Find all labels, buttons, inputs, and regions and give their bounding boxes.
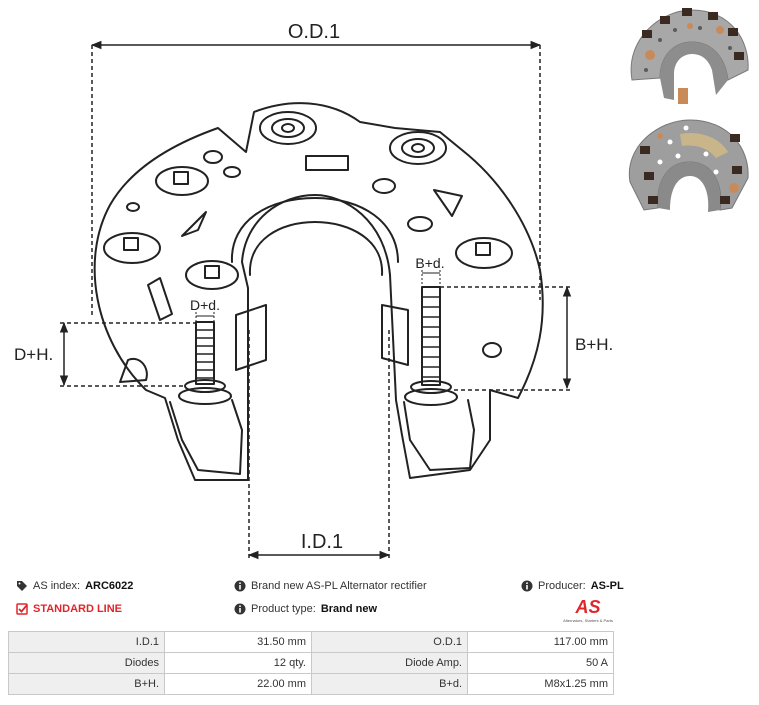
spec-label: Diode Amp.: [311, 652, 468, 674]
checkbox-icon: [16, 603, 28, 615]
svg-text:Alternators, Starters & Parts: Alternators, Starters & Parts: [563, 618, 613, 623]
id1-label: I.D.1: [301, 531, 343, 553]
product-type-info: Product type: Brand new: [234, 603, 377, 615]
rectifier-technical-drawing: O.D.1 I.D.1 D+H. D+d. B+H. B+d.: [14, 21, 613, 560]
product-photo-front: [630, 8, 749, 104]
spec-value: 12 qty.: [164, 652, 312, 674]
bd-label: B+d.: [415, 255, 444, 271]
rectifier-outline: [93, 102, 544, 481]
producer-label: Producer:: [538, 580, 586, 592]
info-icon: [234, 603, 246, 615]
dd-label: D+d.: [190, 297, 220, 313]
dh-label: D+H.: [14, 345, 53, 364]
product-type-value: Brand new: [320, 603, 378, 615]
specs-table: I.D.1 31.50 mm O.D.1 117.00 mm Diodes 12…: [8, 631, 614, 695]
inner-bore-edge: [230, 197, 399, 263]
table-row: B+H. 22.00 mm B+d. M8x1.25 mm: [8, 673, 614, 695]
info-icon: [521, 580, 533, 592]
od1-label: O.D.1: [288, 21, 340, 43]
brand-text: Brand new AS-PL Alternator rectifier: [251, 580, 427, 592]
svg-text:AS: AS: [574, 597, 600, 617]
standard-line-info: STANDARD LINE: [16, 603, 122, 615]
spec-value: 50 A: [467, 652, 614, 674]
as-index-label: AS index:: [33, 580, 81, 592]
spec-label: I.D.1: [8, 631, 165, 653]
product-photo-back: [628, 119, 749, 212]
spec-label: B+H.: [8, 673, 165, 695]
tag-icon: [17, 581, 27, 591]
as-index-value: ARC6022: [85, 580, 134, 592]
spec-value: M8x1.25 mm: [467, 673, 614, 695]
spec-label: O.D.1: [311, 631, 468, 653]
product-type-label: Product type:: [251, 603, 316, 615]
table-row: Diodes 12 qty. Diode Amp. 50 A: [8, 652, 614, 674]
standard-line-label: STANDARD LINE: [33, 603, 123, 615]
producer-value: AS-PL: [590, 580, 624, 592]
spec-value: 117.00 mm: [467, 631, 614, 653]
brand-info: Brand new AS-PL Alternator rectifier: [234, 580, 427, 592]
spec-label: Diodes: [8, 652, 165, 674]
bh-label: B+H.: [575, 335, 613, 354]
spec-value: 31.50 mm: [164, 631, 312, 653]
as-pl-logo: AS Alternators, Starters & Parts: [563, 597, 613, 623]
as-index-info: AS index: ARC6022: [16, 580, 133, 592]
spec-value: 22.00 mm: [164, 673, 312, 695]
producer-info: Producer: AS-PL: [521, 580, 624, 592]
table-row: I.D.1 31.50 mm O.D.1 117.00 mm: [8, 631, 614, 653]
spec-label: B+d.: [311, 673, 468, 695]
info-icon: [234, 580, 246, 592]
